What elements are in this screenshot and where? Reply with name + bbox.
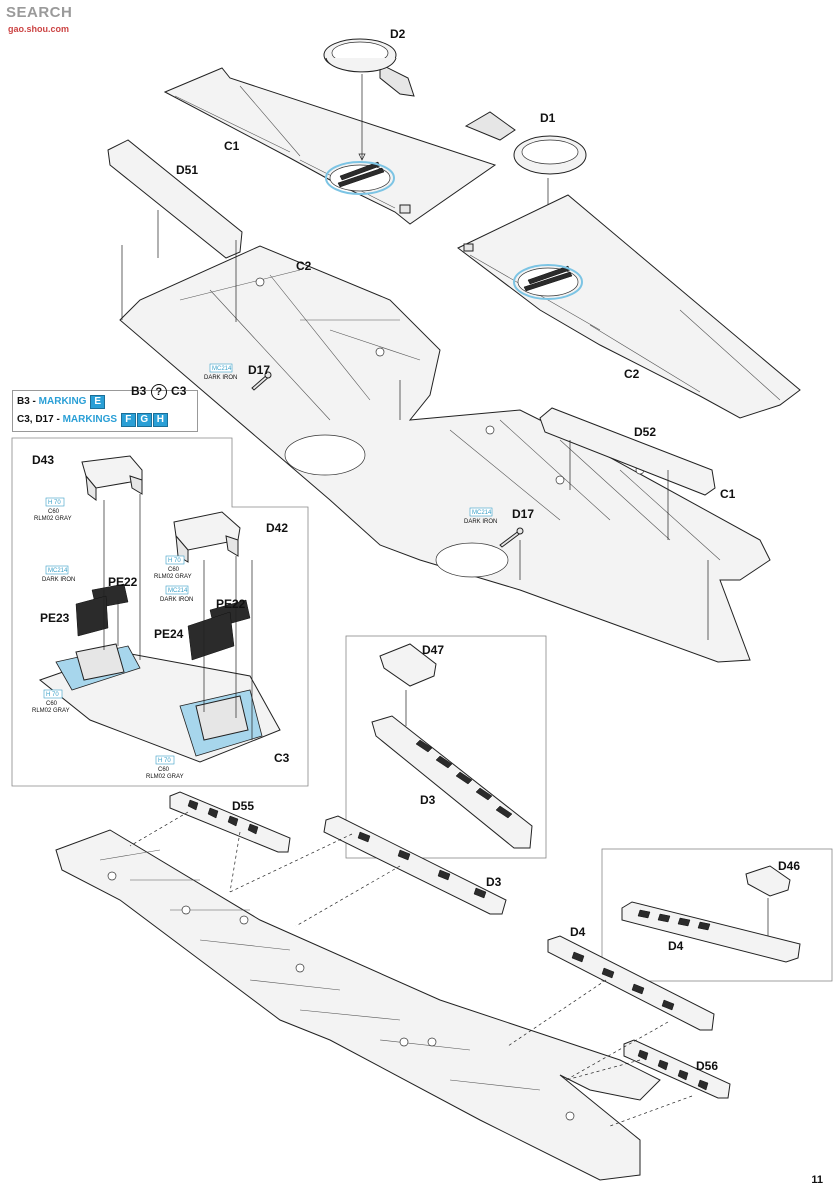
paint-callout-pe22-right: MC214 DARK IRON bbox=[160, 585, 193, 603]
svg-text:RLM02 GRAY: RLM02 GRAY bbox=[154, 574, 192, 580]
option-note: B3 ? C3 bbox=[131, 384, 187, 400]
d56-part bbox=[623, 1039, 731, 1099]
d1-part bbox=[464, 111, 587, 175]
d51-part bbox=[107, 139, 243, 259]
label-pe24: PE24 bbox=[154, 627, 184, 641]
marking-badge-g: G bbox=[136, 413, 152, 427]
page-number: 11 bbox=[811, 1174, 823, 1186]
paint-callout-pe22-left: MC214 DARK IRON bbox=[42, 565, 75, 583]
label-c2-wing: C2 bbox=[296, 259, 312, 273]
label-d2: D2 bbox=[390, 27, 406, 41]
d3-inset-frame bbox=[345, 635, 547, 859]
label-pe22-right: PE22 bbox=[216, 597, 246, 611]
label-d43: D43 bbox=[32, 453, 54, 467]
svg-text:MC214: MC214 bbox=[472, 510, 492, 516]
d42-part bbox=[173, 511, 241, 563]
marking-badge-e: E bbox=[90, 395, 106, 409]
label-d4-bottom: D4 bbox=[570, 925, 586, 939]
svg-text:DARK IRON: DARK IRON bbox=[42, 577, 75, 583]
paint-callout-d43: H 70 C60 RLM02 GRAY bbox=[34, 497, 72, 522]
svg-text:H 70: H 70 bbox=[46, 692, 59, 698]
d52-part bbox=[539, 407, 716, 496]
d46-part bbox=[745, 865, 791, 897]
svg-text:RLM02 GRAY: RLM02 GRAY bbox=[146, 774, 184, 780]
d47-part bbox=[379, 643, 437, 687]
d4-bottom-part bbox=[547, 935, 715, 1031]
lower-wing-dashes bbox=[129, 811, 693, 1127]
label-d47: D47 bbox=[422, 643, 444, 657]
legend-row-1: B3 - MARKING E bbox=[17, 395, 106, 409]
label-d17-left: D17 bbox=[248, 363, 270, 377]
d3-bottom-part bbox=[323, 815, 507, 915]
svg-text:DARK IRON: DARK IRON bbox=[464, 519, 497, 525]
label-d46: D46 bbox=[778, 859, 800, 873]
label-d56: D56 bbox=[696, 1059, 718, 1073]
svg-text:C60: C60 bbox=[48, 509, 60, 515]
marking-badge-f: F bbox=[120, 413, 136, 427]
label-pe23: PE23 bbox=[40, 611, 70, 625]
marking-badge-h: H bbox=[152, 413, 168, 427]
svg-text:RLM02 GRAY: RLM02 GRAY bbox=[34, 516, 72, 522]
upper-wing-assembly bbox=[119, 245, 771, 663]
paint-callout-d42: H 70 C60 RLM02 GRAY bbox=[154, 555, 192, 580]
label-d3-inset: D3 bbox=[420, 793, 436, 807]
d55-part bbox=[169, 791, 291, 853]
paint-callout-d17-right: MC214 DARK IRON bbox=[464, 507, 497, 525]
left-inset-arrows bbox=[103, 494, 253, 740]
svg-text:H 70: H 70 bbox=[48, 500, 61, 506]
label-d42: D42 bbox=[266, 521, 288, 535]
lower-wing-assembly bbox=[55, 829, 661, 1181]
svg-text:DARK IRON: DARK IRON bbox=[204, 375, 237, 381]
d4-inset-part bbox=[621, 901, 801, 963]
label-d3-bottom: D3 bbox=[486, 875, 502, 889]
gun-bay-wing-section bbox=[38, 643, 281, 763]
d17-pin-left bbox=[251, 371, 272, 391]
label-d55: D55 bbox=[232, 799, 254, 813]
label-d1: D1 bbox=[540, 111, 556, 125]
d4-inset-frame bbox=[601, 848, 833, 982]
label-d17-right: D17 bbox=[512, 507, 534, 521]
svg-text:H 70: H 70 bbox=[168, 558, 181, 564]
pe23-part bbox=[75, 595, 109, 637]
c2-top-part bbox=[457, 194, 801, 419]
svg-text:MC214: MC214 bbox=[48, 568, 68, 574]
label-c2-top: C2 bbox=[624, 367, 640, 381]
d17-pin-right bbox=[499, 527, 524, 548]
paint-callout-d17-left: MC214 DARK IRON bbox=[204, 363, 237, 381]
d3-inset-part bbox=[371, 715, 533, 849]
label-c3: C3 bbox=[274, 751, 290, 765]
svg-text:H 70: H 70 bbox=[158, 758, 171, 764]
label-c1-top: C1 bbox=[224, 139, 240, 153]
pe24-part bbox=[187, 611, 235, 661]
label-c1-wing: C1 bbox=[720, 487, 736, 501]
svg-text:MC214: MC214 bbox=[212, 366, 232, 372]
d2-part bbox=[323, 38, 415, 97]
watermark: SEARCH gao.shou.com bbox=[6, 4, 176, 40]
label-d52: D52 bbox=[634, 425, 656, 439]
watermark-text: SEARCH bbox=[6, 4, 73, 21]
svg-text:C60: C60 bbox=[168, 567, 180, 573]
label-d51: D51 bbox=[176, 163, 198, 177]
question-icon: ? bbox=[150, 384, 167, 400]
svg-text:RLM02 GRAY: RLM02 GRAY bbox=[32, 708, 70, 714]
svg-text:C60: C60 bbox=[46, 701, 58, 707]
label-d4-inset: D4 bbox=[668, 939, 684, 953]
svg-text:C60: C60 bbox=[158, 767, 170, 773]
d43-part bbox=[81, 455, 143, 501]
left-inset-frame bbox=[11, 437, 309, 787]
upper-assembly-arrows bbox=[121, 210, 709, 640]
paint-callout-bay-left: H 70 C60 RLM02 GRAY bbox=[32, 689, 70, 714]
watermark-url: gao.shou.com bbox=[8, 24, 70, 34]
svg-text:DARK IRON: DARK IRON bbox=[160, 597, 193, 603]
c1-top-part bbox=[163, 67, 497, 225]
paint-callout-bay-right: H 70 C60 RLM02 GRAY bbox=[146, 755, 184, 780]
label-pe22-left: PE22 bbox=[108, 575, 138, 589]
svg-text:MC214: MC214 bbox=[168, 588, 188, 594]
